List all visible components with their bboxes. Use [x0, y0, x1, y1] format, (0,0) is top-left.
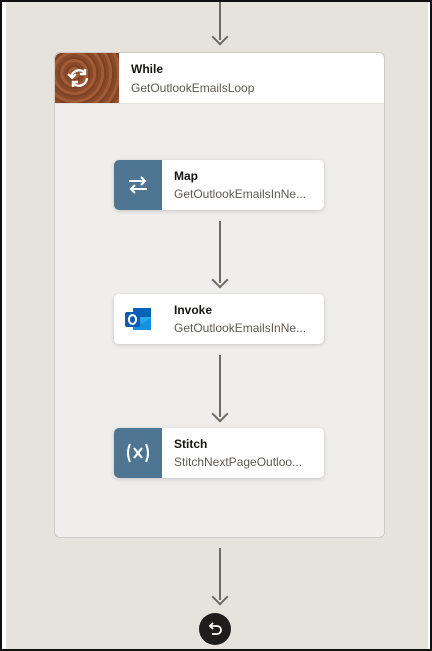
loop-icon[interactable]	[55, 53, 119, 103]
connector-out	[219, 548, 221, 600]
map-node-title: Map	[174, 169, 198, 183]
connector-in	[219, 2, 221, 40]
return-button[interactable]	[199, 613, 231, 645]
while-loop-header[interactable]: While GetOutlookEmailsLoop	[55, 53, 384, 104]
chevron-down-icon[interactable]	[66, 66, 78, 86]
return-icon	[208, 622, 222, 635]
invoke-node-title: Invoke	[174, 303, 213, 317]
connector-invoke-stitch	[219, 355, 221, 417]
map-arrows-icon	[114, 160, 162, 210]
invoke-node[interactable]: Invoke GetOutlookEmailsInNe...	[114, 294, 324, 344]
connector-in-head	[211, 28, 229, 46]
invoke-node-subtitle: GetOutlookEmailsInNe...	[174, 321, 307, 335]
while-title: While	[131, 62, 163, 76]
while-subtitle: GetOutlookEmailsLoop	[131, 81, 255, 95]
map-node-subtitle: GetOutlookEmailsInNe...	[174, 187, 307, 201]
flow-canvas[interactable]: While GetOutlookEmailsLoop Map GetOutloo…	[6, 2, 428, 649]
stitch-node-subtitle: StitchNextPageOutloo...	[174, 455, 303, 469]
stitch-node[interactable]: Stitch StitchNextPageOutloo...	[114, 428, 324, 478]
connector-map-invoke	[219, 221, 221, 283]
stitch-node-title: Stitch	[174, 437, 208, 451]
map-node[interactable]: Map GetOutlookEmailsInNe...	[114, 160, 324, 210]
outlook-icon	[114, 294, 162, 344]
connector-out-head	[211, 588, 229, 606]
variable-x-icon	[114, 428, 162, 478]
